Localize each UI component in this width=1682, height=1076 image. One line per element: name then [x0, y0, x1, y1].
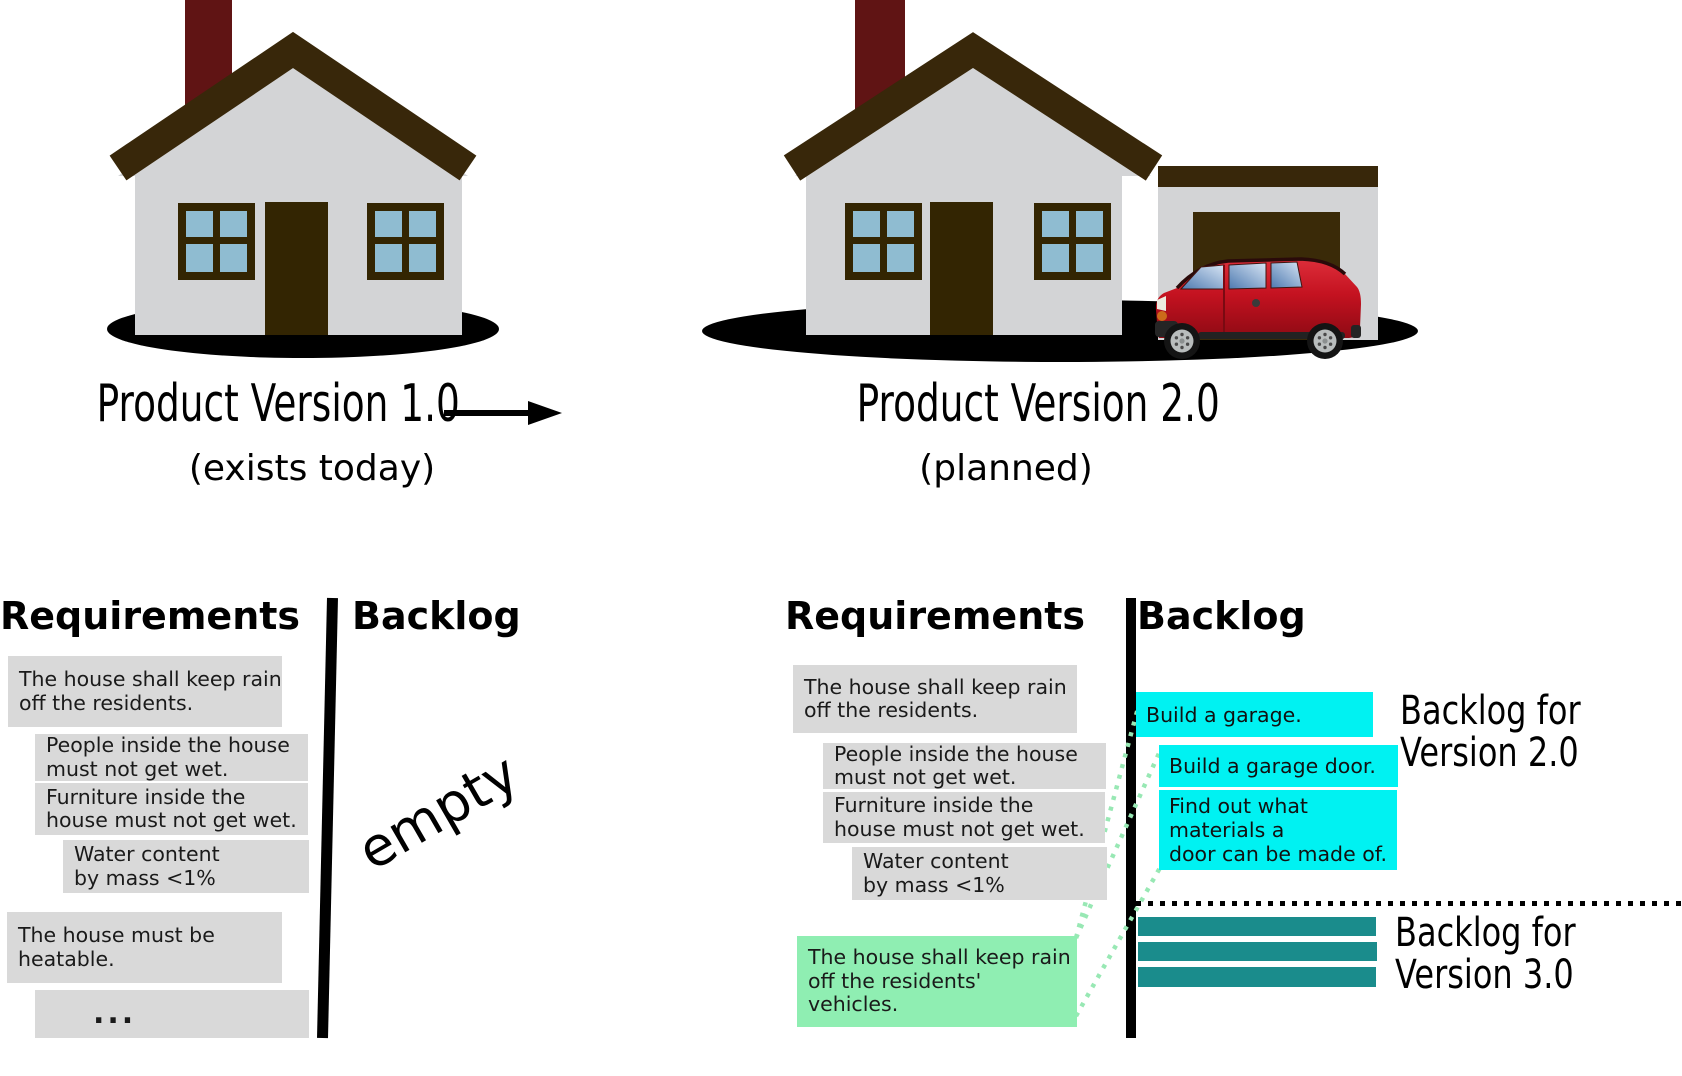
- house-v1-illustration: [107, 0, 499, 358]
- window-left: [845, 203, 922, 280]
- gable: [118, 58, 468, 176]
- v2-title: Product Version 2.0: [856, 374, 1220, 434]
- v1-subtitle: (exists today): [188, 448, 436, 489]
- backlog-item: Build a garage.: [1136, 692, 1373, 737]
- car-roof-trim: [1175, 257, 1347, 290]
- requirement-item: The house must be heatable.: [7, 912, 282, 983]
- backlog-v3-label: Backlog for Version 3.0: [1395, 910, 1576, 998]
- v1-requirements-heading: Requirements: [0, 594, 301, 638]
- v1-backlog-empty-label: empty: [347, 741, 529, 883]
- car-rear-window: [1270, 261, 1303, 289]
- requirement-item-ellipsis: ...: [35, 990, 309, 1038]
- window-left: [178, 203, 255, 280]
- requirement-item: Water content by mass <1%: [852, 847, 1107, 900]
- car-wheel-front: [1164, 323, 1200, 359]
- new-requirement-item: The house shall keep rain off the reside…: [797, 936, 1077, 1027]
- requirement-item: People inside the house must not get wet…: [35, 733, 308, 781]
- v2-subtitle: (planned): [919, 448, 1093, 489]
- window-right: [367, 203, 444, 280]
- car-headlight: [1157, 296, 1166, 311]
- v2-column-divider: [1126, 598, 1136, 1038]
- v2-backlog-heading: Backlog: [1137, 594, 1306, 638]
- version-arrow-icon: [444, 401, 562, 425]
- requirement-item: People inside the house must not get wet…: [823, 742, 1106, 789]
- car-side-window: [1228, 262, 1267, 290]
- v1-column-divider: [317, 597, 338, 1039]
- house-v2-illustration: [702, 0, 1418, 362]
- car-rear-bumper: [1351, 325, 1361, 338]
- requirement-item: Water content by mass <1%: [63, 840, 309, 893]
- car-foglight: [1157, 311, 1167, 321]
- requirement-item: The house shall keep rain off the reside…: [793, 665, 1077, 733]
- window-right: [1034, 203, 1111, 280]
- backlog-item: Find out what materials a door can be ma…: [1159, 790, 1397, 870]
- garage-roof: [1158, 166, 1378, 187]
- v1-title: Product Version 1.0: [96, 374, 460, 434]
- roof: [783, 32, 1163, 181]
- requirement-item: The house shall keep rain off the reside…: [8, 656, 282, 727]
- v1-backlog-heading: Backlog: [352, 594, 521, 638]
- front-door: [265, 202, 328, 335]
- backlog-v2-label: Backlog for Version 2.0: [1400, 688, 1581, 776]
- v2-requirements-heading: Requirements: [785, 594, 1086, 638]
- backlog-version-separator: [1136, 901, 1682, 906]
- future-backlog-bar: [1138, 967, 1376, 987]
- requirement-item: Furniture inside the house must not get …: [35, 783, 308, 835]
- car-wheel-rear: [1307, 323, 1343, 359]
- car-illustration: [1155, 257, 1361, 359]
- car-door-handle: [1252, 299, 1260, 307]
- future-backlog-bar: [1138, 917, 1376, 936]
- gable: [795, 58, 1151, 176]
- future-backlog-bar: [1138, 942, 1377, 961]
- backlog-item: Build a garage door.: [1159, 745, 1398, 787]
- roof: [109, 31, 477, 181]
- front-door: [930, 202, 993, 335]
- requirement-item: Furniture inside the house must not get …: [823, 792, 1105, 843]
